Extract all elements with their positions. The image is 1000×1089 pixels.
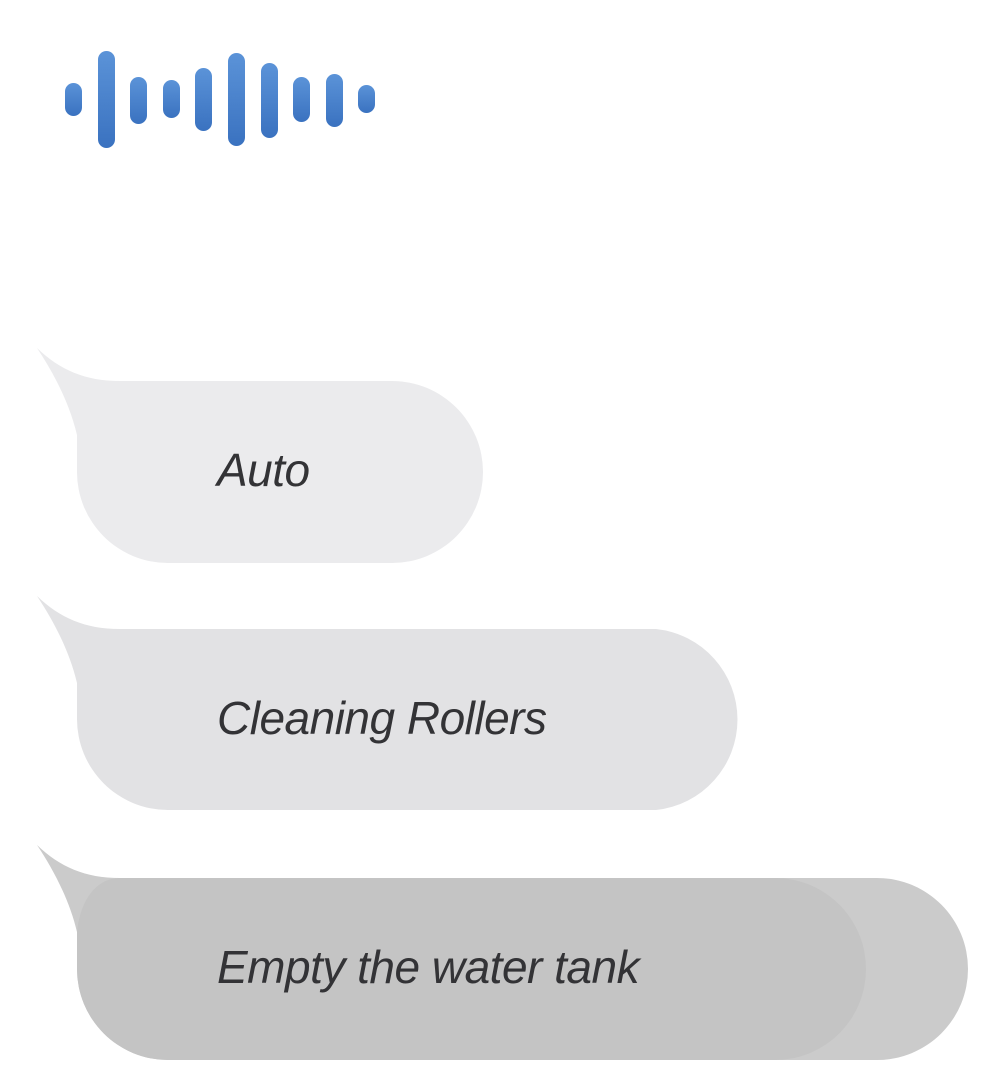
waveform-bar — [261, 63, 278, 138]
message-bubble-empty-water-tank[interactable]: Empty the water tank — [0, 842, 1000, 1072]
waveform-bar — [293, 77, 310, 122]
message-text: Cleaning Rollers — [217, 692, 547, 744]
waveform-bar — [65, 83, 82, 116]
message-bubble-auto[interactable]: Auto — [0, 345, 1000, 575]
message-bubble-cleaning-rollers[interactable]: Cleaning Rollers — [0, 593, 1000, 823]
speech-bubble-shape — [37, 845, 968, 1060]
speech-bubble-shape — [37, 596, 738, 810]
message-text: Auto — [217, 444, 310, 496]
waveform-bar — [326, 74, 343, 127]
message-text: Empty the water tank — [217, 941, 640, 993]
waveform-bar — [195, 68, 212, 131]
waveform-bar — [228, 53, 245, 146]
voice-waveform-icon — [0, 0, 400, 170]
waveform-bar — [130, 77, 147, 124]
speech-bubble-shape — [37, 348, 483, 563]
waveform-bar — [98, 51, 115, 148]
waveform-bar — [163, 80, 180, 118]
waveform-bar — [358, 85, 375, 113]
